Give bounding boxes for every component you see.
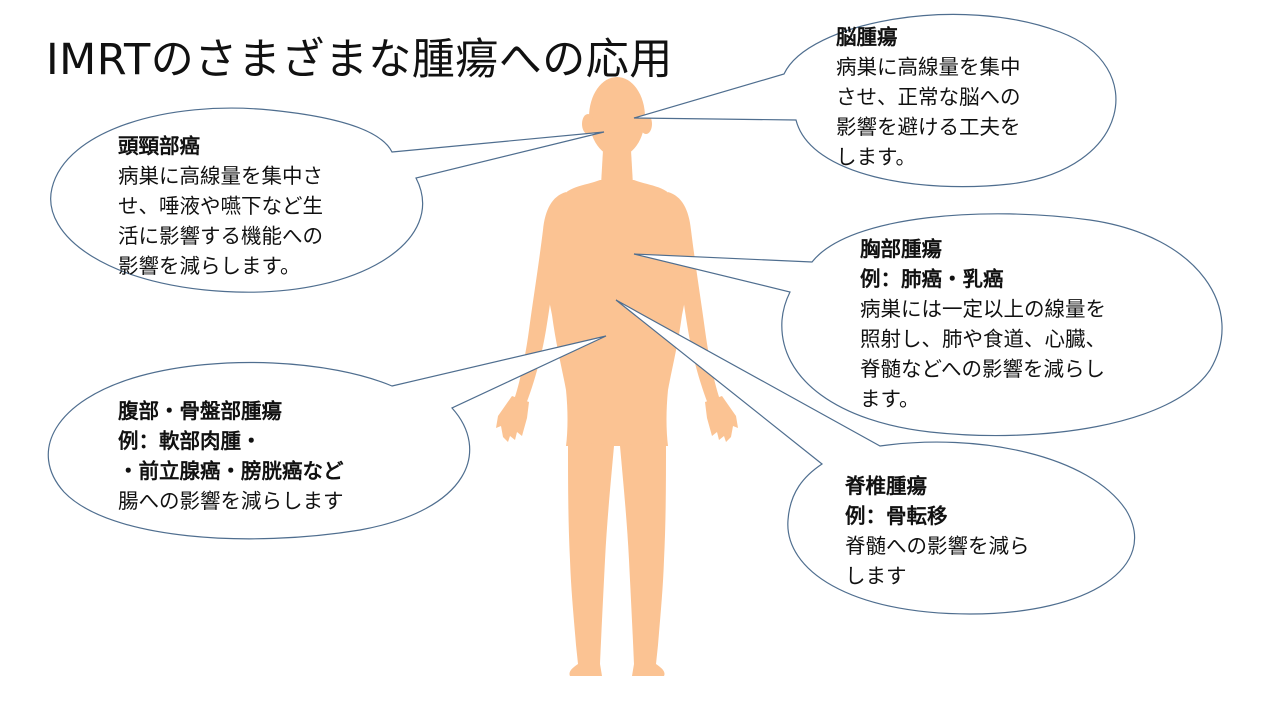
callout-spine-line: 脊髄への影響を減ら bbox=[845, 534, 1030, 558]
callout-brain-line: させ、正常な脳への bbox=[836, 85, 1021, 109]
callout-head-neck-line: 影響を減らします。 bbox=[118, 254, 301, 278]
page-title: IMRTのさまざまな腫瘍への応用 bbox=[46, 35, 673, 85]
callout-chest-line: ます。 bbox=[860, 387, 920, 411]
callout-brain-line: 病巣に高線量を集中 bbox=[836, 55, 1021, 79]
callout-head-neck-line: 病巣に高線量を集中さ bbox=[118, 164, 323, 188]
callout-spine-line: します bbox=[845, 564, 907, 588]
callout-spine-heading: 脊椎腫瘍 bbox=[845, 474, 927, 498]
callout-chest-heading: 胸部腫瘍 bbox=[860, 237, 942, 261]
callout-abdomen-example: 例：軟部肉腫・ bbox=[118, 429, 262, 453]
callout-chest-line: 病巣には一定以上の線量を bbox=[860, 297, 1106, 321]
callout-brain-heading: 脳腫瘍 bbox=[836, 25, 898, 49]
callout-brain-text: 脳腫瘍 病巣に高線量を集中 させ、正常な脳への 影響を避ける工夫を します。 bbox=[836, 22, 1021, 172]
callout-spine-balloon bbox=[615, 299, 1136, 615]
callout-brain-balloon bbox=[633, 13, 1117, 188]
callout-chest bbox=[633, 213, 1223, 437]
callout-brain bbox=[633, 13, 1117, 188]
callout-abdomen-line: 腸への影響を減らします bbox=[118, 489, 344, 513]
callout-abdomen bbox=[47, 335, 607, 540]
callout-spine bbox=[615, 299, 1136, 615]
callout-abdomen-balloon bbox=[47, 335, 607, 540]
callout-head-neck-line: せ、唾液や嚥下など生 bbox=[118, 194, 323, 218]
callout-abdomen-heading: 腹部・骨盤部腫瘍 bbox=[118, 399, 282, 423]
callout-chest-line: 照射し、肺や食道、心臓、 bbox=[860, 327, 1106, 351]
callout-spine-text: 脊椎腫瘍 例：骨転移 脊髄への影響を減ら します bbox=[845, 471, 1030, 591]
callout-spine-example: 例：骨転移 bbox=[845, 504, 948, 528]
callout-chest-text: 胸部腫瘍 例：肺癌・乳癌 病巣には一定以上の線量を 照射し、肺や食道、心臓、 脊… bbox=[860, 234, 1106, 414]
callout-abdomen-example-2: ・前立腺癌・膀胱癌など bbox=[118, 459, 344, 483]
callout-head-neck bbox=[50, 107, 605, 293]
callout-head-neck-heading: 頭頸部癌 bbox=[118, 134, 200, 158]
callout-abdomen-text: 腹部・骨盤部腫瘍 例：軟部肉腫・ ・前立腺癌・膀胱癌など 腸への影響を減らします bbox=[118, 396, 344, 516]
callout-head-neck-line: 活に影響する機能への bbox=[118, 224, 323, 248]
callout-chest-balloon bbox=[633, 213, 1223, 437]
callout-brain-line: します。 bbox=[836, 145, 916, 169]
callout-head-neck-balloon bbox=[50, 107, 605, 293]
callout-brain-line: 影響を避ける工夫を bbox=[836, 115, 1021, 139]
callout-head-neck-text: 頭頸部癌 病巣に高線量を集中さ せ、唾液や嚥下など生 活に影響する機能への 影響… bbox=[118, 131, 323, 281]
human-body-silhouette bbox=[496, 77, 738, 676]
callout-chest-example: 例：肺癌・乳癌 bbox=[860, 267, 1004, 291]
callout-chest-line: 脊髄などへの影響を減らし bbox=[860, 357, 1105, 381]
